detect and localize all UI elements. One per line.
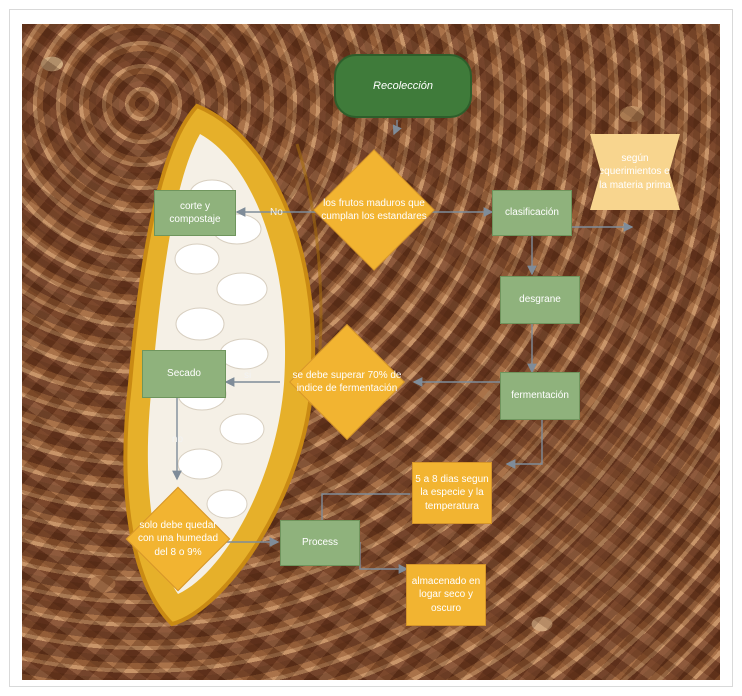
decision-ripe-fruit: los frutos maduros que cumplan los estan… bbox=[313, 148, 435, 272]
no-label-drying: no bbox=[172, 434, 184, 445]
decision-ripe-fruit-text: los frutos maduros que cumplan los estan… bbox=[321, 197, 427, 223]
storage-note: almacenado en logar seco y oscuro bbox=[406, 564, 486, 626]
connector-lines bbox=[172, 120, 634, 574]
link-start-to-decision bbox=[392, 120, 402, 136]
link-process-to-storage bbox=[359, 542, 409, 574]
cacao-background: Recolección los frutos maduros que cumpl… bbox=[22, 24, 720, 680]
process-box: Process bbox=[280, 520, 360, 566]
decision-humidity-text: solo debe quedar con una humedad del 8 o… bbox=[137, 519, 219, 558]
no-label-compost: No bbox=[270, 207, 283, 218]
drying-box: Secado bbox=[142, 350, 226, 398]
classification-box: clasificación bbox=[492, 190, 572, 236]
decision-humidity: solo debe quedar con una humedad del 8 o… bbox=[125, 484, 231, 594]
link-days-to-process bbox=[317, 493, 410, 531]
decision-fermentation: se debe superar 70% de indice de ferment… bbox=[280, 324, 414, 440]
si-label: si bbox=[244, 370, 252, 381]
decision-fermentation-text: se debe superar 70% de indice de ferment… bbox=[292, 369, 402, 395]
fermentation-days-note: 5 a 8 dias segun la especie y la tempera… bbox=[412, 462, 492, 524]
fermentation-box: fermentación bbox=[500, 372, 580, 420]
start-terminal: Recolección bbox=[334, 54, 472, 118]
link-fermentation-to-days bbox=[505, 399, 543, 469]
requirements-note: según requerimientos es la materia prima bbox=[590, 134, 680, 210]
compost-box: corte y compostaje bbox=[154, 190, 236, 236]
shelling-box: desgrane bbox=[500, 276, 580, 324]
